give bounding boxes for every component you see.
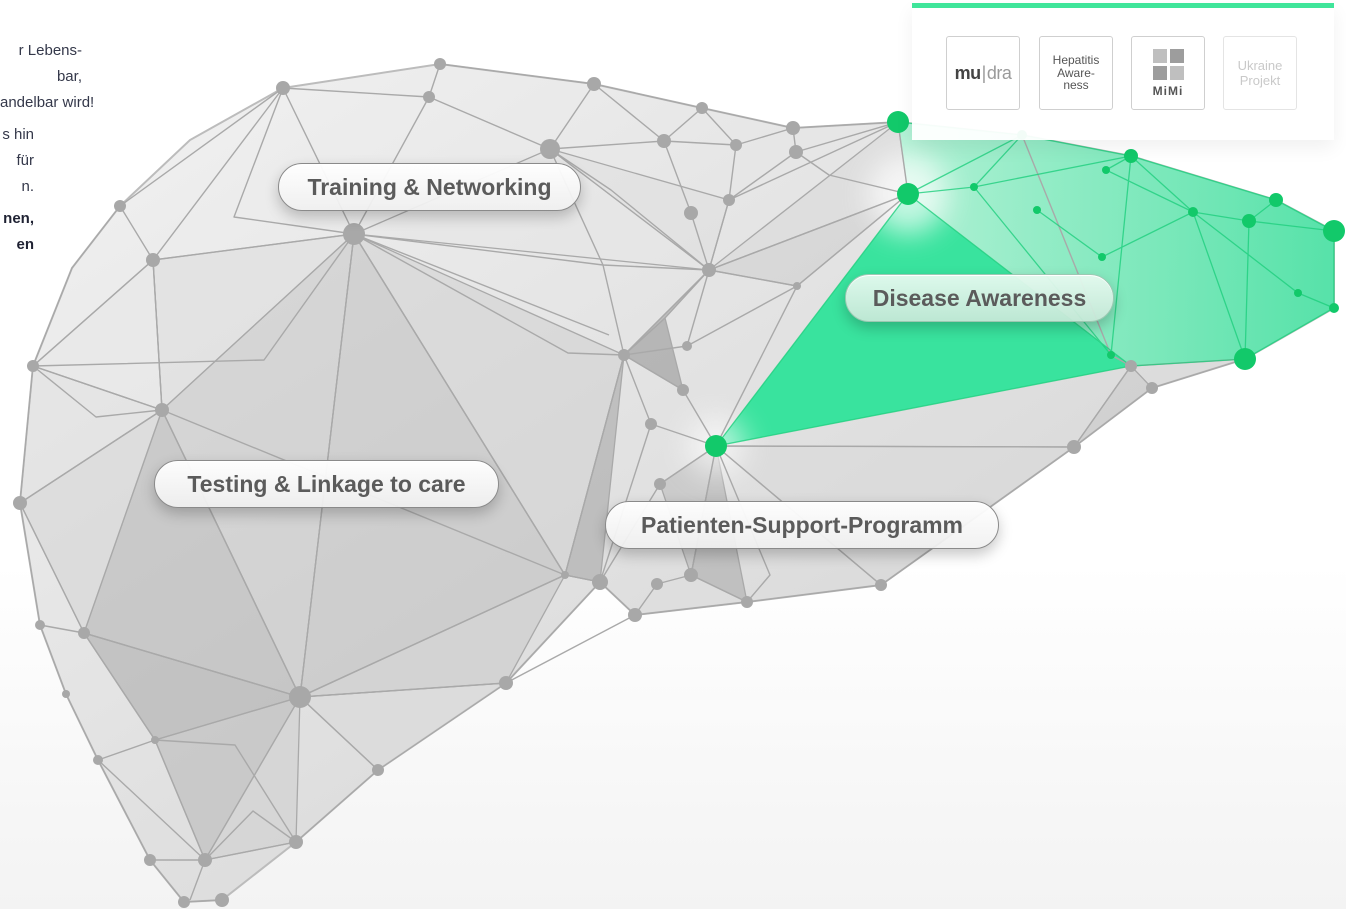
hepatitis-awareness-line: ness: [1063, 78, 1089, 93]
intro-line: für: [16, 152, 34, 169]
intro-line: andelbar wird!: [0, 94, 95, 111]
hepatitis-awareness-text: Hepatitis Aware- ness: [1053, 54, 1100, 92]
intro-paragraph-1: r Lebens- bar, andelbar wird!: [0, 38, 95, 116]
green-nodes: [705, 111, 1345, 457]
patienten-support-button[interactable]: Patienten-Support-Programm: [605, 501, 999, 549]
mimi-logo-text: MiMi: [1152, 83, 1184, 98]
intro-line: nen,: [3, 210, 34, 227]
testing-linkage-label: Testing & Linkage to care: [187, 471, 466, 497]
testing-linkage-button[interactable]: Testing & Linkage to care: [154, 460, 499, 508]
ukraine-projekt-line: Projekt: [1239, 73, 1281, 88]
logo-panel: mu|dra Hepatitis Aware- ness MiMi Ukrain…: [912, 3, 1334, 140]
mudra-logo-part: mu: [954, 62, 982, 83]
mimi-grid-icon: [1152, 48, 1184, 80]
intro-line: n.: [21, 178, 34, 195]
gray-nodes: [13, 58, 1158, 908]
patienten-support-label: Patienten-Support-Programm: [640, 512, 964, 538]
hepatitis-awareness-line: Aware-: [1057, 65, 1095, 80]
hepatitis-awareness-link[interactable]: Hepatitis Aware- ness: [1039, 36, 1113, 110]
intro-paragraph-bold: nen, en: [0, 206, 34, 258]
hepatitis-awareness-line: Hepatitis: [1052, 53, 1100, 68]
training-networking-button[interactable]: Training & Networking: [278, 163, 581, 211]
ukraine-projekt-link[interactable]: Ukraine Projekt: [1223, 36, 1297, 110]
mudra-logo-part: dra: [986, 62, 1012, 83]
intro-line: en: [16, 236, 34, 253]
disease-awareness-label: Disease Awareness: [872, 285, 1087, 311]
intro-line: r Lebens-: [18, 42, 82, 59]
mudra-logo-link[interactable]: mu|dra: [946, 36, 1020, 110]
training-networking-label: Training & Networking: [307, 174, 552, 200]
intro-paragraph-2: s hin für n.: [0, 122, 34, 200]
intro-line: s hin: [2, 126, 34, 143]
ukraine-projekt-text: Ukraine Projekt: [1238, 58, 1283, 88]
intro-text: r Lebens- bar, andelbar wird! s hin für …: [0, 38, 130, 264]
disease-awareness-button[interactable]: Disease Awareness: [845, 274, 1114, 322]
mudra-logo-separator: |: [981, 62, 987, 83]
mudra-logo: mu|dra: [955, 63, 1012, 84]
ukraine-projekt-line: Ukraine: [1237, 58, 1283, 73]
intro-line: bar,: [56, 68, 82, 85]
mimi-logo-link[interactable]: MiMi: [1131, 36, 1205, 110]
